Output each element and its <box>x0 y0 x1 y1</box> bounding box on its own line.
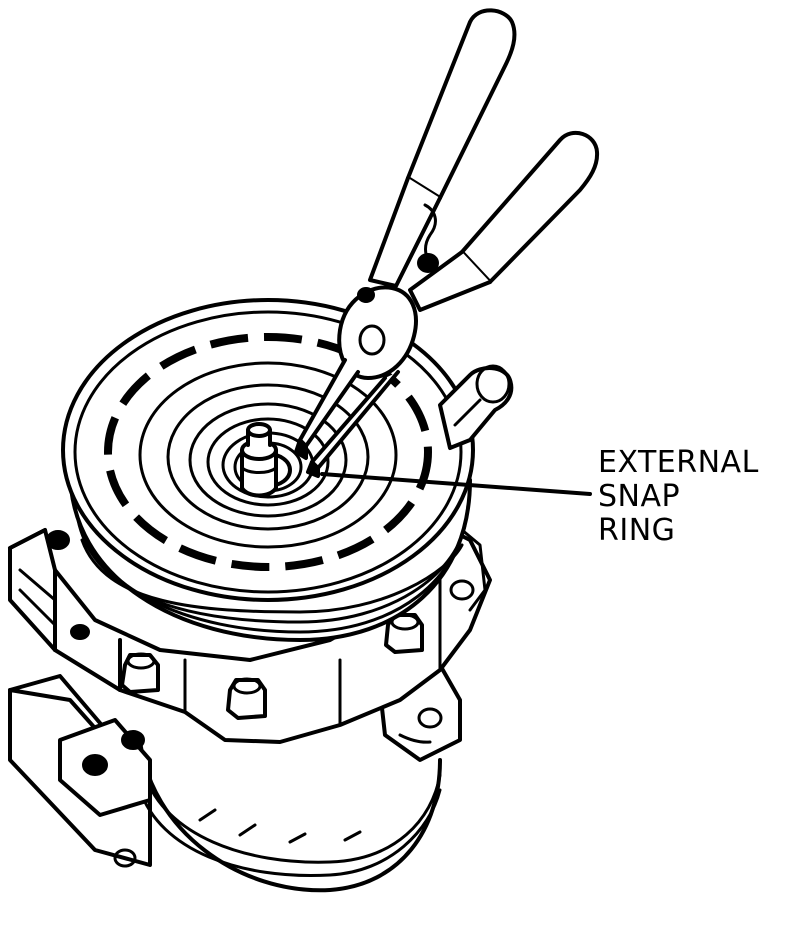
front-housing <box>8 518 492 744</box>
callout-leader-line <box>320 472 592 496</box>
compressor-body <box>8 663 462 893</box>
snap-ring-pliers <box>294 8 600 478</box>
callout-line-2: SNAP <box>598 479 681 514</box>
clutch-pulley <box>61 298 475 642</box>
external-snap-ring-label: EXTERNAL SNAP RING <box>598 446 788 548</box>
bolt <box>120 652 160 694</box>
compressor-shaft <box>240 422 278 498</box>
callout-line-1: EXTERNAL <box>598 445 759 480</box>
service-fitting <box>438 364 514 450</box>
callout-line-3: RING <box>598 513 676 548</box>
bolt <box>226 677 267 720</box>
